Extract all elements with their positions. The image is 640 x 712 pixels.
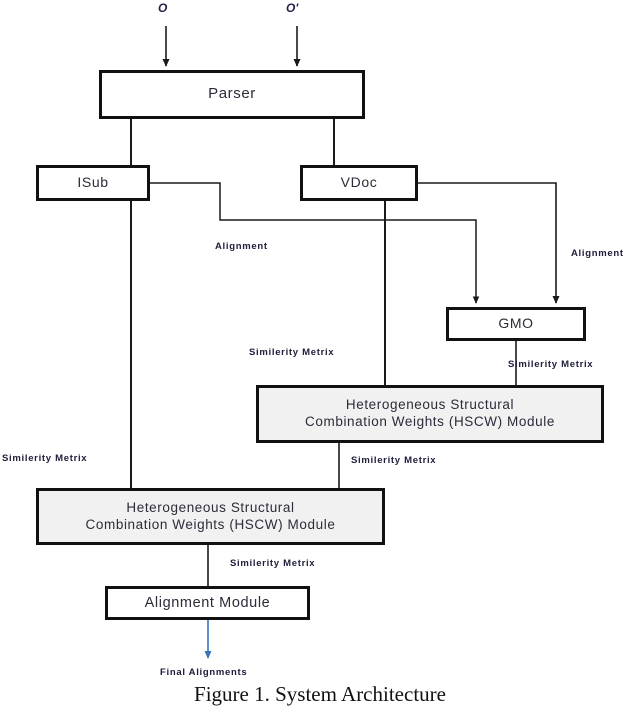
edge-isub-to-gmo — [150, 182, 480, 304]
node-gmo[interactable]: GMO — [446, 307, 586, 341]
node-hscw-module-upper[interactable]: Heterogeneous Structural Combination Wei… — [256, 385, 604, 443]
figure-caption: Figure 1. System Architecture — [194, 682, 446, 706]
node-hscw-module-lower[interactable]: Heterogeneous Structural Combination Wei… — [36, 488, 385, 545]
edge-vdoc-to-gmo — [418, 182, 560, 304]
edge-label-alignment-right: Alignment — [571, 248, 624, 259]
node-gmo-label: GMO — [498, 315, 534, 332]
edge-label-similarity-gmo: Similerity Metrix — [508, 359, 594, 370]
node-hscw-module-lower-label: Heterogeneous Structural Combination Wei… — [85, 499, 336, 532]
node-alignment-module-label: Alignment Module — [144, 594, 271, 611]
node-parser-label: Parser — [208, 85, 256, 103]
edge-label-similarity-alignment: Similerity Metrix — [230, 558, 316, 569]
node-parser[interactable]: Parser — [99, 70, 365, 119]
edge-label-final-alignments: Final Alignments — [160, 667, 248, 678]
edge-label-alignment-left: Alignment — [215, 241, 268, 252]
node-isub[interactable]: ISub — [36, 165, 150, 201]
ontology-target-label: O' — [286, 1, 299, 15]
edge-label-similarity-vdoc: Similerity Metrix — [249, 347, 335, 358]
edge-label-similarity-hscw-link: Similerity Metrix — [351, 455, 437, 466]
node-alignment-module[interactable]: Alignment Module — [105, 586, 310, 620]
node-vdoc[interactable]: VDoc — [300, 165, 418, 201]
node-vdoc-label: VDoc — [340, 174, 378, 191]
node-isub-label: ISub — [77, 174, 109, 191]
edge-label-similarity-isub: Similerity Metrix — [2, 453, 88, 464]
ontology-source-label: O — [158, 1, 168, 15]
node-hscw-module-upper-label: Heterogeneous Structural Combination Wei… — [305, 397, 555, 429]
